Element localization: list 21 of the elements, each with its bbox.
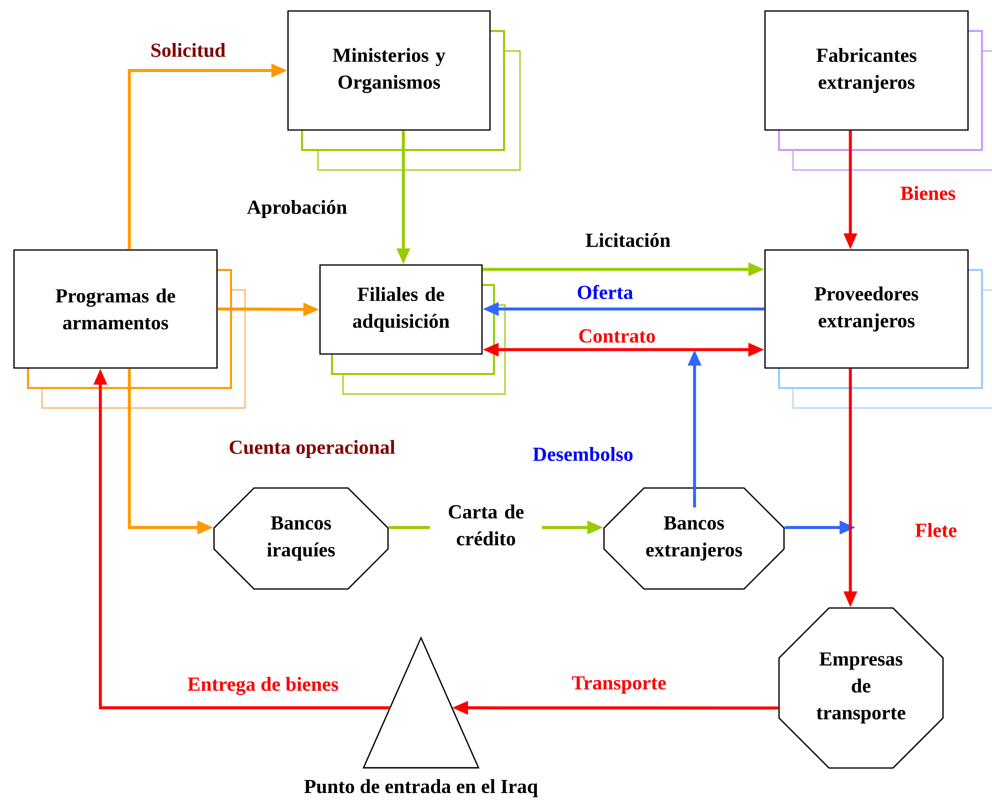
edge-label: Bienes bbox=[899, 184, 957, 201]
process-box: Filiales de adquisición bbox=[319, 264, 506, 395]
edge-label: Solicitud bbox=[149, 42, 227, 58]
edge-label: Oferta bbox=[576, 284, 634, 300]
octagon-box: Bancos extranjeros bbox=[603, 487, 785, 590]
edge-label: Transporte bbox=[570, 675, 668, 695]
edge-label: Licitación bbox=[584, 232, 672, 248]
process-box: Fabricantes extranjeros bbox=[764, 10, 992, 171]
process-box: Programas de armamentos bbox=[13, 249, 246, 409]
edge-label: Entrega de bienes bbox=[186, 676, 340, 696]
edge-label: Desembolso bbox=[532, 446, 634, 462]
edge-label: Cuenta operacional bbox=[228, 438, 396, 460]
edge-label: Aprobación bbox=[246, 198, 348, 220]
process-box: Proveedores extranjeros bbox=[764, 249, 992, 409]
edge-label: Flete bbox=[914, 522, 958, 538]
octagon-box: Bancos iraquíes bbox=[213, 487, 389, 590]
edge-label: Carta de crédito bbox=[430, 504, 542, 546]
process-box: Ministerios y Organismos bbox=[287, 10, 521, 171]
edge-label: Contrato bbox=[577, 328, 657, 344]
caption-text: Punto de entrada en el Iraq bbox=[304, 779, 538, 798]
octagon-box: Empresas de transporte bbox=[778, 607, 944, 769]
